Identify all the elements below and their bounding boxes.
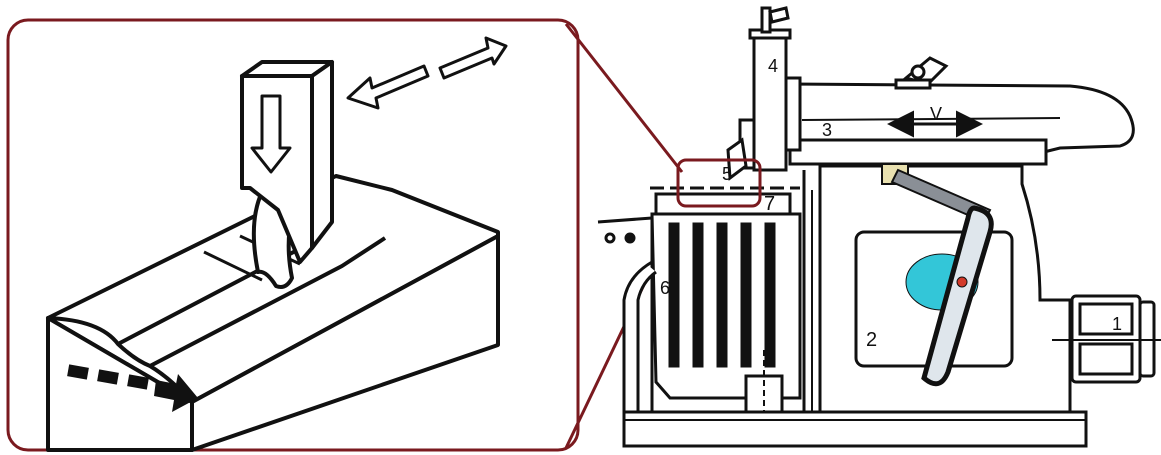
- forward-stroke-arrow: [438, 36, 508, 80]
- cutting-tool: [240, 60, 334, 264]
- label-part-1: 1: [1112, 314, 1122, 334]
- elevating-screw: [744, 350, 784, 414]
- label-velocity: V: [930, 104, 942, 124]
- zoom-callout: [6, 18, 580, 452]
- return-stroke-arrow: [346, 64, 430, 110]
- slotted-lever: [921, 205, 994, 387]
- zoom-region-highlight: [676, 158, 762, 208]
- table-feed-arrow: [67, 364, 198, 412]
- workpiece-block: [46, 174, 500, 452]
- label-part-3: 3: [822, 120, 832, 140]
- label-part-5: 5: [722, 164, 732, 184]
- label-part-2: 2: [866, 329, 877, 351]
- drive-pulley: [1052, 294, 1161, 384]
- machine-base: [622, 410, 1088, 448]
- ram-clamp-handle: [894, 56, 949, 90]
- tool-head: [726, 6, 802, 181]
- label-part-6: 6: [660, 278, 670, 298]
- tool-feed-arrow: [250, 94, 292, 174]
- label-part-4: 4: [768, 56, 778, 76]
- crank-pin: [956, 276, 968, 288]
- cross-rail-bracket: [597, 216, 657, 414]
- label-part-7: 7: [764, 193, 775, 215]
- shaper-machine: [597, 6, 1161, 448]
